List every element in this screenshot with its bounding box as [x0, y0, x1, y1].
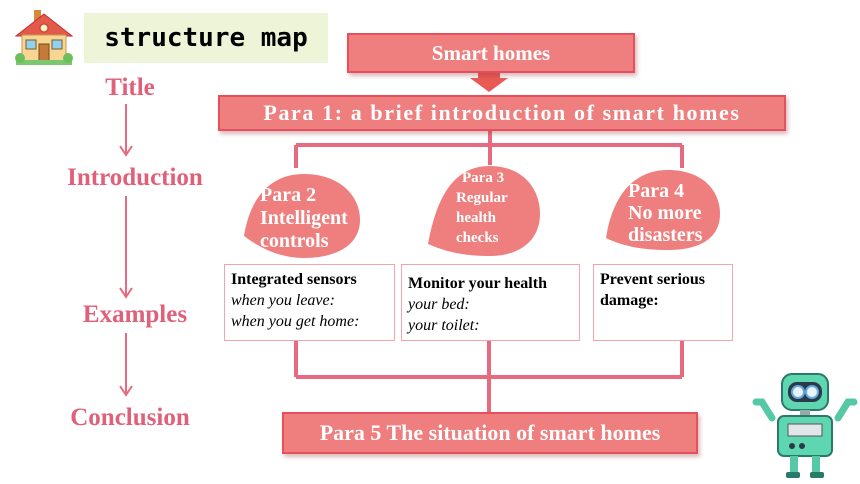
bubble-para3 [428, 166, 540, 256]
bubble-para2-line2: Intelligent [260, 207, 348, 229]
bubble-para4-line2: No more [628, 202, 702, 224]
bubble-para4-line3: disasters [628, 224, 703, 246]
card-para2: Integrated sensors when you leave: when … [224, 264, 395, 341]
bubble-para3-text: Para 3 Regular health checks [456, 168, 508, 248]
card-para4-line1: damage: [600, 292, 659, 309]
bubble-para2 [244, 174, 360, 258]
para5-text: Para 5 The situation of smart homes [319, 420, 661, 445]
structure-map-label: structure map [84, 13, 328, 63]
para1-text: Para 1: a brief introduction of smart ho… [263, 100, 741, 125]
sidebar-introduction: Introduction [67, 164, 203, 191]
down-arrow-icon [470, 69, 508, 92]
bubble-para4-line1: Para 4 [628, 180, 685, 202]
card-para3-heading: Monitor your health [408, 275, 547, 292]
bubble-para2-line1: Para 2 [260, 184, 317, 206]
bubble-para4-text: Para 4 No more disasters [628, 180, 702, 246]
bubble-para3-line1: Para 3 [462, 170, 505, 186]
sidebar-examples: Examples [82, 301, 188, 328]
bubble-para3-line2: Regular [456, 190, 508, 206]
card-para2-line2: when you get home: [231, 313, 360, 330]
bubble-para3-line4: checks [456, 230, 499, 246]
bubble-para3-line3: health [456, 210, 497, 226]
house-icon [12, 8, 76, 66]
smart-homes-box: Smart homes [347, 33, 635, 73]
card-para2-line1: when you leave: [231, 292, 335, 309]
para1-box: Para 1: a brief introduction of smart ho… [218, 95, 786, 131]
card-para4-heading: Prevent serious [600, 271, 706, 288]
card-para2-heading: Integrated sensors [231, 271, 357, 288]
card-para4: Prevent serious damage: [593, 264, 733, 341]
sidebar-title: Title [105, 74, 155, 101]
card-para3: Monitor your health your bed: your toile… [401, 264, 580, 341]
card-para3-line1: your bed: [408, 296, 470, 313]
structure-map-text: structure map [104, 23, 308, 53]
robot-icon [752, 373, 858, 478]
sidebar-conclusion: Conclusion [70, 404, 190, 431]
bubble-para2-text: Para 2 Intelligent controls [260, 184, 348, 253]
smart-homes-text: Smart homes [431, 41, 551, 65]
bubble-para4 [606, 170, 720, 250]
bubble-para2-line3: controls [260, 230, 329, 252]
para5-box: Para 5 The situation of smart homes [282, 412, 698, 454]
card-para3-line2: your toilet: [408, 317, 480, 334]
